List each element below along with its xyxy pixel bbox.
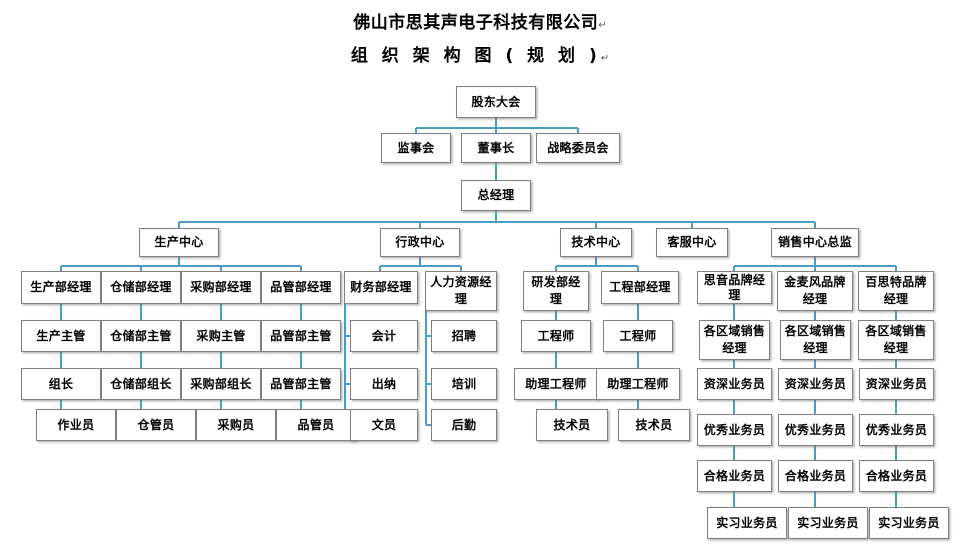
node-accountant[interactable]: 会计 [350,320,418,352]
node-service-center[interactable]: 客服中心 [656,228,728,257]
node-production-operator[interactable]: 作业员 [36,409,116,441]
node-brand2-intern-sales[interactable]: 实习业务员 [788,507,868,539]
paragraph-mark-icon: ↵ [598,20,607,31]
node-purchasing-operator[interactable]: 采购员 [196,409,276,441]
chart-title-block: 佛山市思其声电子科技有限公司↵ 组 织 架 构 图 ( 规 划 )↵ [0,10,960,72]
node-brand3-regional-manager[interactable]: 各区域销售经理 [858,320,934,360]
node-purchasing-manager[interactable]: 采购部经理 [181,271,261,304]
node-brand3-manager[interactable]: 百思特品牌经理 [858,271,934,311]
node-qc-manager[interactable]: 品管部经理 [261,271,341,304]
node-logistics[interactable]: 后勤 [431,409,497,441]
node-finance-manager[interactable]: 财务部经理 [344,271,418,304]
chart-subtitle-text: 组 织 架 构 图 ( 规 划 ) [350,46,601,66]
node-brand1-qualified-sales[interactable]: 合格业务员 [697,460,772,492]
node-brand3-excellent-sales[interactable]: 优秀业务员 [859,414,934,446]
node-brand3-intern-sales[interactable]: 实习业务员 [869,507,949,539]
node-production-leader[interactable]: 组长 [21,368,101,400]
node-chairman[interactable]: 董事长 [461,133,531,163]
company-name: 佛山市思其声电子科技有限公司↵ [0,10,960,39]
node-brand2-manager[interactable]: 金麦风品牌经理 [777,271,853,311]
node-brand2-qualified-sales[interactable]: 合格业务员 [778,460,853,492]
node-brand2-regional-manager[interactable]: 各区域销售经理 [780,320,851,360]
node-rd-technician[interactable]: 技术员 [536,409,608,441]
node-qc-supervisor[interactable]: 品管部主管 [261,320,341,352]
node-engineering-technician[interactable]: 技术员 [618,409,690,441]
node-qc-leader[interactable]: 品管部主管 [261,368,341,400]
node-strategy-committee[interactable]: 战略委员会 [536,133,620,163]
node-hr-manager[interactable]: 人力资源经理 [425,271,497,311]
node-recruitment[interactable]: 招聘 [431,320,497,352]
node-general-manager[interactable]: 总经理 [461,180,531,211]
chart-subtitle: 组 织 架 构 图 ( 规 划 )↵ [0,43,960,72]
node-shareholders-meeting[interactable]: 股东大会 [456,86,536,118]
node-production-manager[interactable]: 生产部经理 [21,271,101,304]
node-clerk[interactable]: 文员 [350,409,418,441]
node-sales-center[interactable]: 销售中心总监 [771,228,859,257]
node-brand1-senior-sales[interactable]: 资深业务员 [697,368,772,400]
node-engineering-manager[interactable]: 工程部经理 [601,271,679,304]
node-warehouse-leader[interactable]: 仓储部组长 [101,368,181,400]
node-engineering-assistant-engineer[interactable]: 助理工程师 [596,368,680,400]
node-brand3-senior-sales[interactable]: 资深业务员 [859,368,934,400]
paragraph-mark-icon-2: ↵ [600,53,610,64]
node-tech-center[interactable]: 技术中心 [560,228,632,257]
node-training[interactable]: 培训 [431,368,497,400]
company-name-text: 佛山市思其声电子科技有限公司 [353,13,599,33]
node-rd-manager[interactable]: 研发部经理 [523,271,589,311]
node-brand3-qualified-sales[interactable]: 合格业务员 [859,460,934,492]
node-purchasing-supervisor[interactable]: 采购主管 [181,320,261,352]
node-brand1-intern-sales[interactable]: 实习业务员 [707,507,787,539]
node-engineering-engineer[interactable]: 工程师 [603,320,673,352]
node-warehouse-manager[interactable]: 仓储部经理 [101,271,181,304]
node-brand1-excellent-sales[interactable]: 优秀业务员 [697,414,772,446]
node-production-center[interactable]: 生产中心 [139,228,219,257]
node-qc-operator[interactable]: 品管员 [276,409,356,441]
node-brand1-regional-manager[interactable]: 各区域销售经理 [699,320,770,360]
node-cashier[interactable]: 出纳 [350,368,418,400]
node-warehouse-supervisor[interactable]: 仓储部主管 [101,320,181,352]
node-purchasing-leader[interactable]: 采购部组长 [181,368,261,400]
node-supervisory-board[interactable]: 监事会 [381,133,451,163]
node-production-supervisor[interactable]: 生产主管 [21,320,101,352]
node-rd-assistant-engineer[interactable]: 助理工程师 [514,368,598,400]
node-brand2-excellent-sales[interactable]: 优秀业务员 [778,414,853,446]
node-rd-engineer[interactable]: 工程师 [521,320,591,352]
node-brand2-senior-sales[interactable]: 资深业务员 [778,368,853,400]
node-admin-center[interactable]: 行政中心 [380,228,460,257]
node-brand1-manager[interactable]: 思音品牌经理 [697,271,772,304]
node-warehouse-operator[interactable]: 仓管员 [116,409,196,441]
